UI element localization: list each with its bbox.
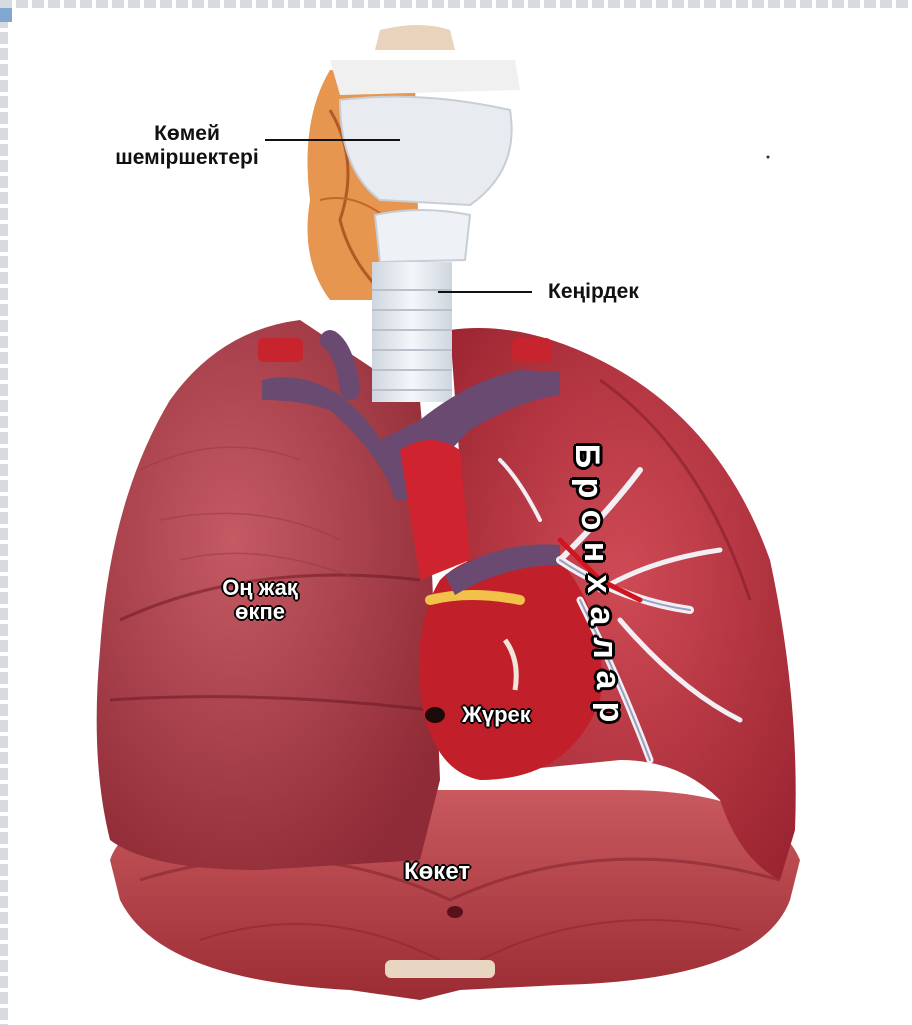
stray-dot <box>767 156 770 159</box>
label-diaphragm: Көкет <box>404 860 470 884</box>
label-right-lung: Оң жақ өкпе <box>200 576 320 624</box>
trachea <box>372 262 452 402</box>
label-right-lung-line2: өкпе <box>200 600 320 624</box>
label-trachea: Кеңірдек <box>548 280 639 304</box>
bronchi-letter: а <box>586 596 618 636</box>
label-heart: Жүрек <box>462 703 531 727</box>
bronchi-letter: р <box>595 701 627 723</box>
label-larynx-line2: шеміршектері <box>112 146 262 170</box>
bronchi-letter: а <box>592 666 624 694</box>
label-larynx-cartilage: Көмей шеміршектері <box>112 122 262 170</box>
label-right-lung-line1: Оң жақ <box>200 576 320 600</box>
label-larynx-line1: Көмей <box>112 122 262 146</box>
bronchi-letter: л <box>589 631 621 665</box>
